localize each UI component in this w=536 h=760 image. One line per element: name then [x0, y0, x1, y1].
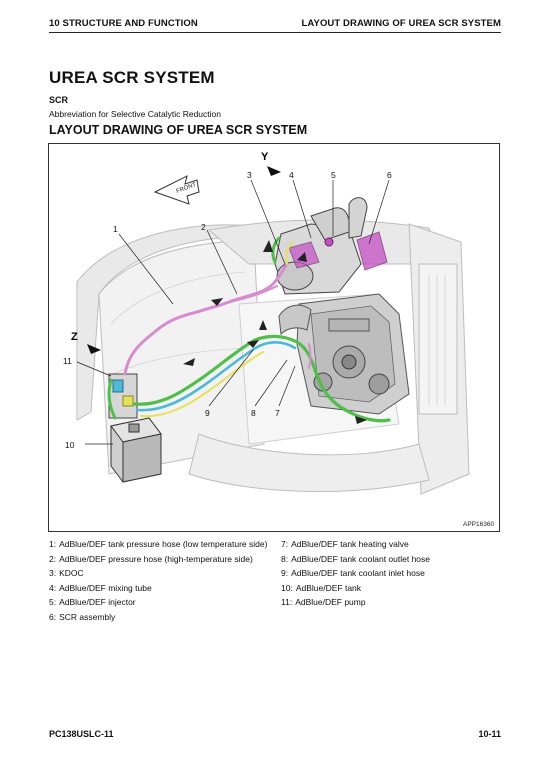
adblue-tank	[110, 417, 162, 483]
kdoc-body	[276, 261, 314, 291]
legend-item: 1:AdBlue/DEF tank pressure hose (low tem…	[49, 539, 268, 549]
layout-drawing-svg: FRONT Y Z 1 2 3	[63, 151, 494, 528]
legend-item: 2:AdBlue/DEF pressure hose (high-tempera…	[49, 553, 253, 564]
callout-7: 7	[275, 408, 280, 418]
pressure-hose-low	[123, 262, 289, 376]
coolant-outlet-hose	[133, 334, 391, 423]
header-section: 10 STRUCTURE AND FUNCTION	[49, 18, 198, 29]
adblue-pump	[108, 373, 138, 419]
injector-marker	[324, 237, 334, 247]
coolant-aux-hose	[140, 351, 264, 418]
page-header: 10 STRUCTURE AND FUNCTION LAYOUT DRAWING…	[49, 14, 501, 30]
legend-item: 8:AdBlue/DEF tank coolant outlet hose	[281, 553, 431, 564]
callout-4: 4	[289, 170, 294, 180]
flow-arrows	[183, 240, 367, 424]
callout-1: 1	[113, 224, 118, 234]
legend-item: 7:AdBlue/DEF tank heating valve	[281, 539, 409, 549]
legend-item: 9:AdBlue/DEF tank coolant inlet hose	[281, 568, 425, 579]
legend-item: 11:AdBlue/DEF pump	[281, 597, 366, 608]
callout-9: 9	[205, 408, 210, 418]
callout-11: 11	[63, 356, 72, 366]
view-y-indicator: Y	[261, 151, 281, 176]
header-rule	[49, 32, 501, 33]
callout-2: 2	[201, 222, 206, 232]
view-z-indicator: Z	[71, 331, 101, 354]
lower-deck	[188, 433, 430, 492]
header-topic: LAYOUT DRAWING OF UREA SCR SYSTEM	[301, 18, 501, 29]
hose-routing	[107, 236, 391, 423]
front-arrow: FRONT	[153, 175, 200, 205]
callout-3: 3	[247, 170, 252, 180]
view-y-label: Y	[261, 151, 269, 163]
callout-10: 10	[65, 440, 75, 450]
legend-right: 7:AdBlue/DEF tank heating valve 8:AdBlue…	[281, 537, 501, 610]
legend-item: 6:SCR assembly	[49, 611, 116, 622]
model-number: PC138USLC-11	[49, 729, 114, 739]
page-number: 10-11	[478, 729, 501, 739]
pressure-hose-high	[228, 285, 278, 303]
callout-5: 5	[331, 170, 336, 180]
view-z-label: Z	[71, 331, 78, 343]
coolant-inlet-hose	[135, 341, 297, 412]
legend-item: 3:KDOC	[49, 568, 84, 579]
callout-6: 6	[387, 170, 392, 180]
legend-item: 10:AdBlue/DEF tank	[281, 582, 362, 593]
section-subtitle: LAYOUT DRAWING OF UREA SCR SYSTEM	[49, 123, 308, 137]
callout-8: 8	[251, 408, 256, 418]
legend-item: 4:AdBlue/DEF mixing tube	[49, 582, 152, 593]
abbreviation-term: SCR	[49, 95, 69, 105]
callout-numbers: 1 2 3 4 5 6 7 8 9 10 11	[63, 170, 392, 450]
legend-item: 5:AdBlue/DEF injector	[49, 597, 136, 608]
scr-assembly	[274, 197, 388, 295]
figure-code: APP16360	[463, 521, 494, 528]
legend-left: 1:AdBlue/DEF tank pressure hose (low tem…	[49, 537, 275, 625]
engine-assembly	[278, 293, 410, 415]
layout-drawing-figure: FRONT Y Z 1 2 3	[48, 143, 500, 532]
radiator	[418, 263, 458, 415]
callout-leaders	[76, 179, 390, 445]
page-title: UREA SCR SYSTEM	[49, 68, 215, 87]
abbreviation-definition: Abbreviation for Selective Catalytic Red…	[49, 109, 221, 119]
